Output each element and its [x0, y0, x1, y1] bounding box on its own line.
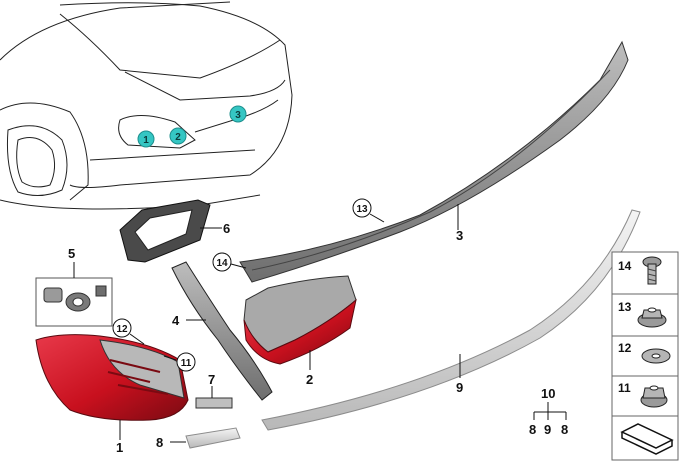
car-marker-1: 1: [137, 130, 155, 148]
screw-icon: [642, 256, 662, 285]
circle-callout-11: 11: [176, 352, 196, 372]
callout-7: 7: [208, 372, 215, 387]
callout-5: 5: [68, 246, 75, 261]
car-marker-3-label: 3: [235, 110, 241, 121]
part-6-gasket: [119, 199, 211, 263]
set-item-9: 9: [544, 422, 551, 437]
callout-6: 6: [223, 221, 230, 236]
part-8-small-strip: [185, 427, 241, 449]
circle-callout-14: 14: [212, 252, 232, 272]
hardware-panel: 14 13 12 11: [611, 251, 679, 461]
part-7-clip: [195, 397, 233, 409]
set-item-8b: 8: [561, 422, 568, 437]
kit-symbol-icon: [620, 423, 674, 455]
car-rear-outline: [0, 1, 293, 210]
part-5-grommet-set: [35, 277, 113, 327]
panel-label-12: 12: [618, 341, 632, 355]
car-marker-1-label: 1: [143, 135, 149, 146]
car-marker-2: 2: [169, 127, 187, 145]
washer-icon: [641, 348, 671, 364]
callout-1: 1: [116, 440, 123, 455]
callout-4: 4: [172, 313, 180, 328]
callout-10: 10: [541, 386, 555, 401]
svg-text:13: 13: [356, 204, 368, 215]
hex-nut-icon: [640, 385, 668, 408]
part-4-vertical-trim: [171, 261, 273, 401]
part-9-chrome-strip: [261, 209, 641, 431]
svg-text:11: 11: [181, 358, 192, 369]
callout-9: 9: [456, 380, 463, 395]
part-2-inner-tail-light: [243, 275, 357, 365]
panel-label-11: 11: [618, 381, 631, 395]
panel-label-13: 13: [618, 300, 632, 314]
part-3-trunk-trim: [239, 40, 629, 283]
svg-text:12: 12: [116, 324, 128, 335]
circle-callout-12: 12: [112, 318, 132, 338]
callout-2: 2: [306, 372, 313, 387]
car-marker-3: 3: [229, 105, 247, 123]
panel-label-14: 14: [618, 259, 632, 273]
set-item-8a: 8: [529, 422, 536, 437]
flange-nut-icon: [637, 307, 667, 328]
svg-text:14: 14: [216, 258, 228, 269]
car-marker-2-label: 2: [175, 132, 181, 143]
callout-3: 3: [456, 228, 463, 243]
callout-8: 8: [156, 435, 163, 450]
part-1-outer-tail-light: [35, 334, 189, 421]
set-callout-10: 10 8 9 8: [529, 386, 568, 437]
circle-callout-13: 13: [352, 198, 372, 218]
